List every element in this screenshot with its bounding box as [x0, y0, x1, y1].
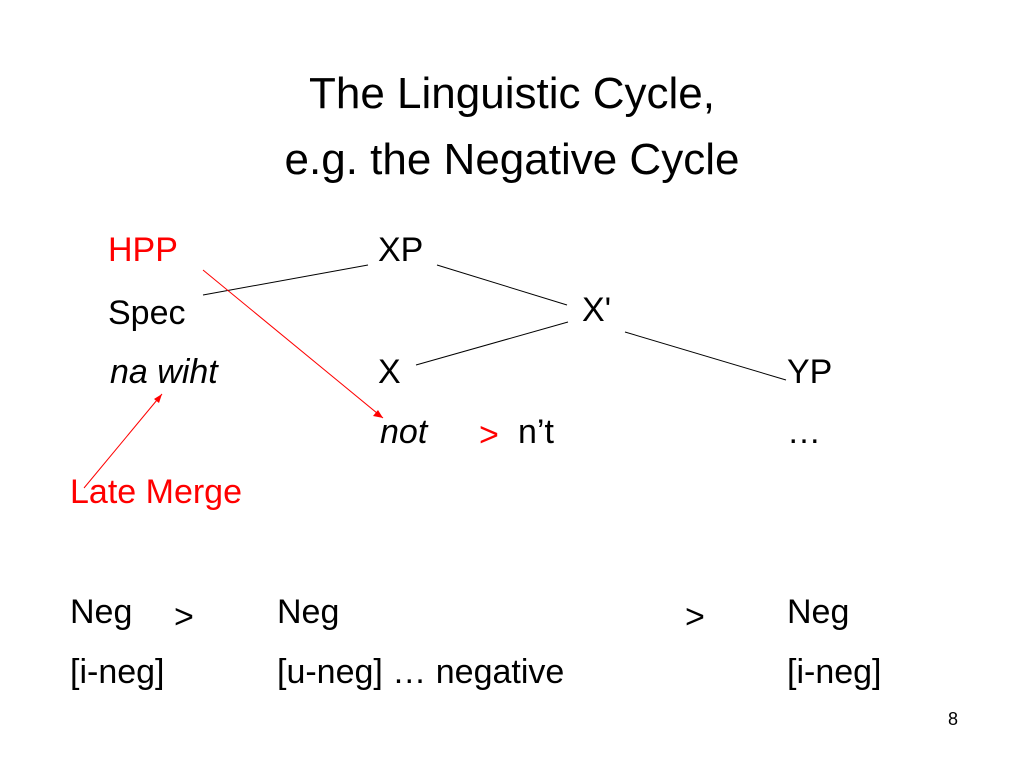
- cycle-feature-i-neg-1: [i-neg]: [70, 653, 165, 691]
- cycle-neg-3: Neg: [787, 593, 850, 631]
- page-number: 8: [948, 709, 959, 729]
- cycle-arrow-1: >: [174, 598, 194, 636]
- late-merge-arrow: [83, 393, 163, 489]
- x-node: X: [378, 353, 401, 391]
- xbar-to-yp-branch: [624, 331, 787, 381]
- nt-label: n’t: [518, 413, 554, 451]
- cycle-feature-u-neg: [u-neg] … negative: [277, 653, 565, 691]
- xbar-to-x-branch: [415, 321, 569, 366]
- not-to-nt-arrow: >: [479, 416, 499, 454]
- slide-title-line-2: e.g. the Negative Cycle: [284, 135, 740, 184]
- hpp-label: HPP: [108, 231, 178, 269]
- late-merge-arrowhead: [154, 394, 162, 403]
- ellipsis-label: …: [787, 413, 821, 451]
- cycle-arrow-2: >: [685, 598, 705, 636]
- cycle-neg-1: Neg: [70, 593, 133, 631]
- hpp-to-not-arrow: [202, 269, 384, 419]
- na-wiht-label: na wiht: [110, 353, 218, 391]
- spec-label: Spec: [108, 294, 186, 332]
- late-merge-label: Late Merge: [70, 473, 242, 511]
- not-label: not: [380, 413, 428, 451]
- slide-title-line-1: The Linguistic Cycle,: [309, 69, 715, 118]
- hpp-arrowhead: [373, 410, 383, 418]
- cycle-feature-i-neg-2: [i-neg]: [787, 653, 882, 691]
- yp-node: YP: [787, 353, 833, 391]
- cycle-neg-2: Neg: [277, 593, 340, 631]
- x-bar-node: X': [582, 291, 612, 329]
- xp-node: XP: [378, 231, 424, 269]
- xp-to-spec-branch: [202, 264, 369, 296]
- xp-to-xbar-branch: [436, 264, 568, 306]
